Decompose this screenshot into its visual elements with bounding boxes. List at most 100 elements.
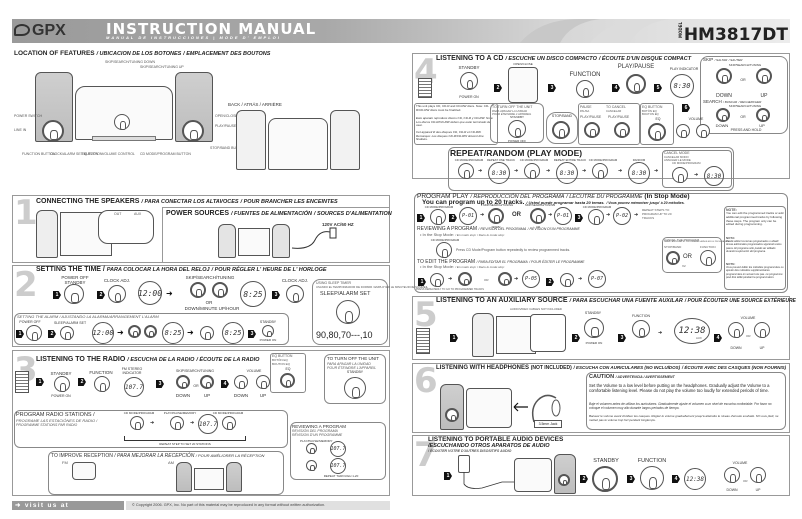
s2-title-es: PARA COLOCAR LA HORA DEL RELOJ bbox=[106, 267, 210, 273]
search-down-icon[interactable] bbox=[716, 108, 730, 122]
resume-button-icon[interactable] bbox=[614, 122, 630, 138]
repeat-cd-mode-3-icon[interactable] bbox=[592, 163, 608, 179]
cd-function-button-icon[interactable] bbox=[576, 80, 594, 98]
website-banner[interactable]: ➜ visit us at www.gpx.com bbox=[12, 501, 124, 518]
skip-up-icon[interactable] bbox=[756, 68, 772, 84]
program-play-box bbox=[414, 193, 788, 293]
prog-review-button-icon[interactable] bbox=[436, 242, 452, 258]
section-7-number: 7 bbox=[414, 435, 438, 475]
portable-standby-button-icon[interactable] bbox=[592, 466, 618, 492]
cd-eq-button-icon[interactable] bbox=[648, 123, 666, 141]
portable-volume-down-icon[interactable] bbox=[724, 467, 740, 483]
search-down-label: DOWN bbox=[715, 123, 729, 128]
aux-standby-button-icon[interactable] bbox=[584, 318, 604, 338]
pause-button-icon[interactable] bbox=[584, 122, 600, 138]
cancel-program-function-icon[interactable] bbox=[700, 250, 716, 266]
review-play-button-icon[interactable] bbox=[306, 443, 317, 455]
radio-eq-button-icon[interactable] bbox=[280, 373, 295, 388]
cancel-program-stop-icon[interactable] bbox=[666, 251, 680, 265]
radio-volume-down-icon[interactable] bbox=[234, 375, 248, 389]
radio-function-button-icon[interactable] bbox=[94, 376, 110, 392]
standby-label: STANDBY bbox=[64, 280, 86, 285]
review-play-button-2-icon[interactable] bbox=[306, 460, 317, 472]
prog-skip-down-icon[interactable] bbox=[488, 208, 504, 224]
repeat-cd-mode-2-icon[interactable] bbox=[524, 163, 540, 179]
portable-volume-up-icon[interactable] bbox=[750, 467, 766, 483]
power-button-icon[interactable] bbox=[64, 284, 84, 304]
s6-title-paren: (NOT INCLUDED) bbox=[530, 365, 572, 371]
cd-play-pause-button-icon[interactable] bbox=[626, 74, 646, 94]
prog-edit-cd-button-icon[interactable] bbox=[430, 273, 444, 287]
prog-edit-cd-button-2-icon[interactable] bbox=[560, 273, 574, 287]
power-sources-panel bbox=[162, 207, 390, 263]
radio-power-on-label: POWER ON bbox=[51, 394, 71, 398]
alarm-poweron-label: POWER ON bbox=[259, 338, 277, 342]
cd-turnoff-button-icon[interactable] bbox=[508, 120, 526, 138]
prog-step-3-label: CD MODE/PROGRAM bbox=[582, 205, 612, 209]
radio-standby-button-icon[interactable] bbox=[54, 376, 70, 392]
prog-cd-mode-button-icon[interactable] bbox=[430, 209, 446, 225]
review-freq-display-1: 107.7 bbox=[330, 441, 346, 457]
aux-volume-down-icon[interactable] bbox=[728, 322, 744, 338]
prog-edit-title-fr: / POUR ÉDITER LE PROGRAMME bbox=[529, 260, 585, 264]
skip-down-icon[interactable] bbox=[716, 68, 732, 84]
skip-down-button-icon[interactable] bbox=[190, 282, 206, 298]
clock-display-1: 12:00 bbox=[138, 281, 162, 305]
repeat-cd-mode-1-icon[interactable] bbox=[458, 163, 474, 179]
prog-edit-skip-up-icon[interactable] bbox=[498, 272, 512, 286]
radio-volume-up-icon[interactable] bbox=[256, 375, 270, 389]
alarm-set-button-2-icon[interactable] bbox=[200, 326, 214, 340]
hp-speaker bbox=[440, 384, 464, 430]
sleep-alarm-button-icon[interactable] bbox=[336, 300, 360, 324]
program-subtitle-es: / Usted puede programar hasta 20 temas. bbox=[526, 200, 605, 205]
alarm-power-button-icon[interactable] bbox=[26, 325, 42, 341]
alarm-down-button-icon[interactable] bbox=[128, 325, 141, 338]
program-title-es: / REPRODUCCIÓN DEL PROGRAMA bbox=[470, 194, 565, 200]
cd-volume-up-icon[interactable] bbox=[696, 124, 710, 138]
alarm-standby-button-icon[interactable] bbox=[262, 325, 274, 337]
s5-title-en: LISTENING TO AN AUXILIARY SOURCE bbox=[436, 297, 568, 304]
volume-knob-icon bbox=[114, 114, 130, 130]
prog-display-p02: P-02 bbox=[613, 207, 631, 225]
clock-adj-button-icon[interactable] bbox=[108, 285, 126, 303]
alarm-display-2: 8:25 bbox=[162, 322, 184, 344]
radio-eq-title: EQ BUTTON bbox=[272, 354, 293, 358]
section-7-title-es: /ESCUCHANDO OTROS APARATOS DE AUDIO bbox=[428, 443, 550, 449]
alarm-up-button-icon[interactable] bbox=[144, 325, 157, 338]
radio-step-1: 1 bbox=[36, 378, 44, 386]
radio-tune-down-button-icon[interactable] bbox=[176, 375, 190, 389]
cd-volume-down-icon[interactable] bbox=[676, 124, 690, 138]
cd-step-3: 3 bbox=[548, 84, 556, 92]
cancel-mode-button-icon[interactable] bbox=[672, 167, 688, 183]
cd-note-fr: Cet appareil lit des disques CD, CD-R et… bbox=[416, 130, 484, 142]
stop-band-button-icon[interactable] bbox=[552, 121, 570, 139]
skip-up-button-icon[interactable] bbox=[212, 282, 228, 298]
radio-tune-up-button-icon[interactable] bbox=[200, 375, 214, 389]
aux-function-button-icon[interactable] bbox=[632, 320, 650, 338]
prog-arrow-2-icon: ➜ bbox=[548, 212, 553, 218]
alarm-title-es: / AJUSTANDO LA ALARMA/ARRANGEMENT L'ALAR… bbox=[59, 314, 159, 319]
headphones-icon bbox=[531, 394, 561, 423]
prog-edit-skip-down-icon[interactable] bbox=[458, 272, 472, 286]
repeat-display-2: 8:30 bbox=[556, 162, 578, 184]
prog-skip-up-icon[interactable] bbox=[530, 208, 546, 224]
aux-volume-up-icon[interactable] bbox=[754, 322, 770, 338]
s6-title-en: LISTENING WITH HEADPHONES bbox=[436, 365, 530, 371]
alarm-set-button-icon[interactable] bbox=[60, 326, 74, 340]
jack-aux-label: AUX bbox=[134, 212, 142, 216]
prog-display-p01a: P-01 bbox=[459, 207, 477, 225]
aux-unit-back bbox=[496, 316, 536, 354]
website-link[interactable]: visit us at www.gpx.com bbox=[15, 502, 73, 518]
radio-turnoff-button-icon[interactable] bbox=[344, 377, 366, 399]
alarm-arrow-2-icon: ➜ bbox=[187, 328, 194, 337]
cd-standby-button-icon[interactable] bbox=[460, 72, 478, 90]
prog-cd-mode-button-2-icon[interactable] bbox=[588, 209, 604, 225]
search-title-es: / BUSCAR bbox=[723, 100, 738, 104]
program-cd-mode-button-2-icon[interactable] bbox=[222, 416, 236, 430]
clock-adj-button-2-icon[interactable] bbox=[286, 285, 304, 303]
program-cd-mode-button-icon[interactable] bbox=[130, 416, 144, 430]
power-left-speaker bbox=[218, 224, 236, 258]
program-play-button-icon[interactable] bbox=[170, 416, 184, 430]
portable-function-button-icon[interactable] bbox=[640, 466, 664, 490]
search-up-icon[interactable] bbox=[756, 108, 770, 122]
